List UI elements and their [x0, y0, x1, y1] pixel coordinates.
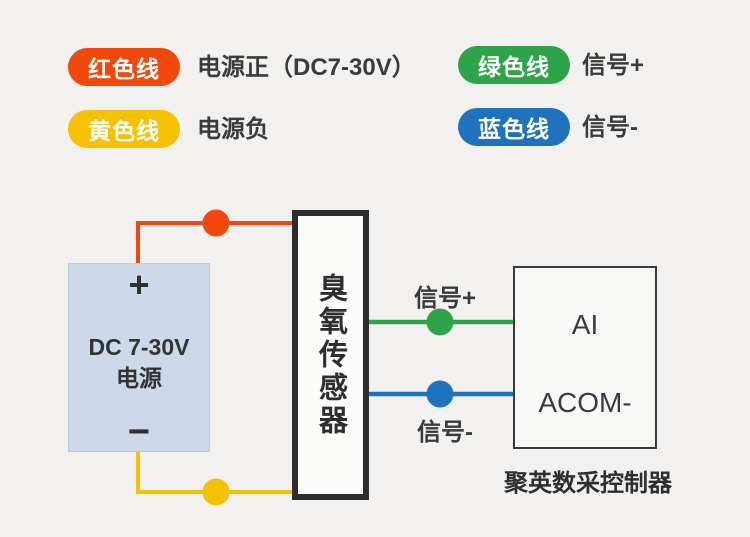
legend-badge-yellow-label: 黄色线 — [88, 118, 160, 144]
yellow-junction-dot — [202, 478, 230, 506]
controller-terminal-ai: AI — [571, 309, 599, 340]
signal-minus-label: 信号- — [417, 419, 473, 446]
controller-box: AI ACOM- — [513, 266, 657, 449]
controller-terminal-acom: ACOM- — [538, 387, 632, 418]
red-junction-dot — [202, 209, 230, 237]
signal-plus-label: 信号+ — [413, 285, 476, 312]
power-negative-terminal: − — [127, 411, 151, 453]
yellow-wire — [136, 452, 296, 494]
legend-badge-blue-label: 蓝色线 — [478, 116, 550, 142]
legend-badge-red-wire: 红色线 — [68, 48, 180, 86]
legend-desc-power-positive: 电源正（DC7-30V） — [197, 54, 416, 81]
power-positive-terminal: + — [128, 264, 150, 305]
legend-badge-blue-wire: 蓝色线 — [458, 108, 570, 146]
legend-badge-yellow-wire: 黄色线 — [68, 110, 180, 148]
green-junction-dot — [426, 308, 454, 336]
legend-badge-red-label: 红色线 — [88, 56, 160, 82]
legend-badge-green-wire: 绿色线 — [458, 46, 570, 84]
ozone-sensor-box: 臭氧传感器 — [292, 210, 369, 500]
power-supply-label: DC 7-30V 电源 — [69, 332, 209, 394]
controller-caption: 聚英数采控制器 — [504, 470, 672, 497]
red-wire — [136, 221, 296, 263]
power-supply-label-line1: DC 7-30V — [88, 334, 190, 360]
legend-desc-power-negative: 电源负 — [197, 116, 269, 143]
legend-desc-signal-negative: 信号- — [582, 114, 638, 141]
legend-desc-signal-positive: 信号+ — [582, 52, 645, 79]
legend-badge-green-label: 绿色线 — [478, 54, 550, 80]
blue-junction-dot — [426, 380, 454, 408]
power-supply-label-line2: 电源 — [116, 365, 162, 391]
ozone-sensor-label: 臭氧传感器 — [314, 272, 347, 438]
power-supply-box: + DC 7-30V 电源 − — [68, 263, 210, 452]
